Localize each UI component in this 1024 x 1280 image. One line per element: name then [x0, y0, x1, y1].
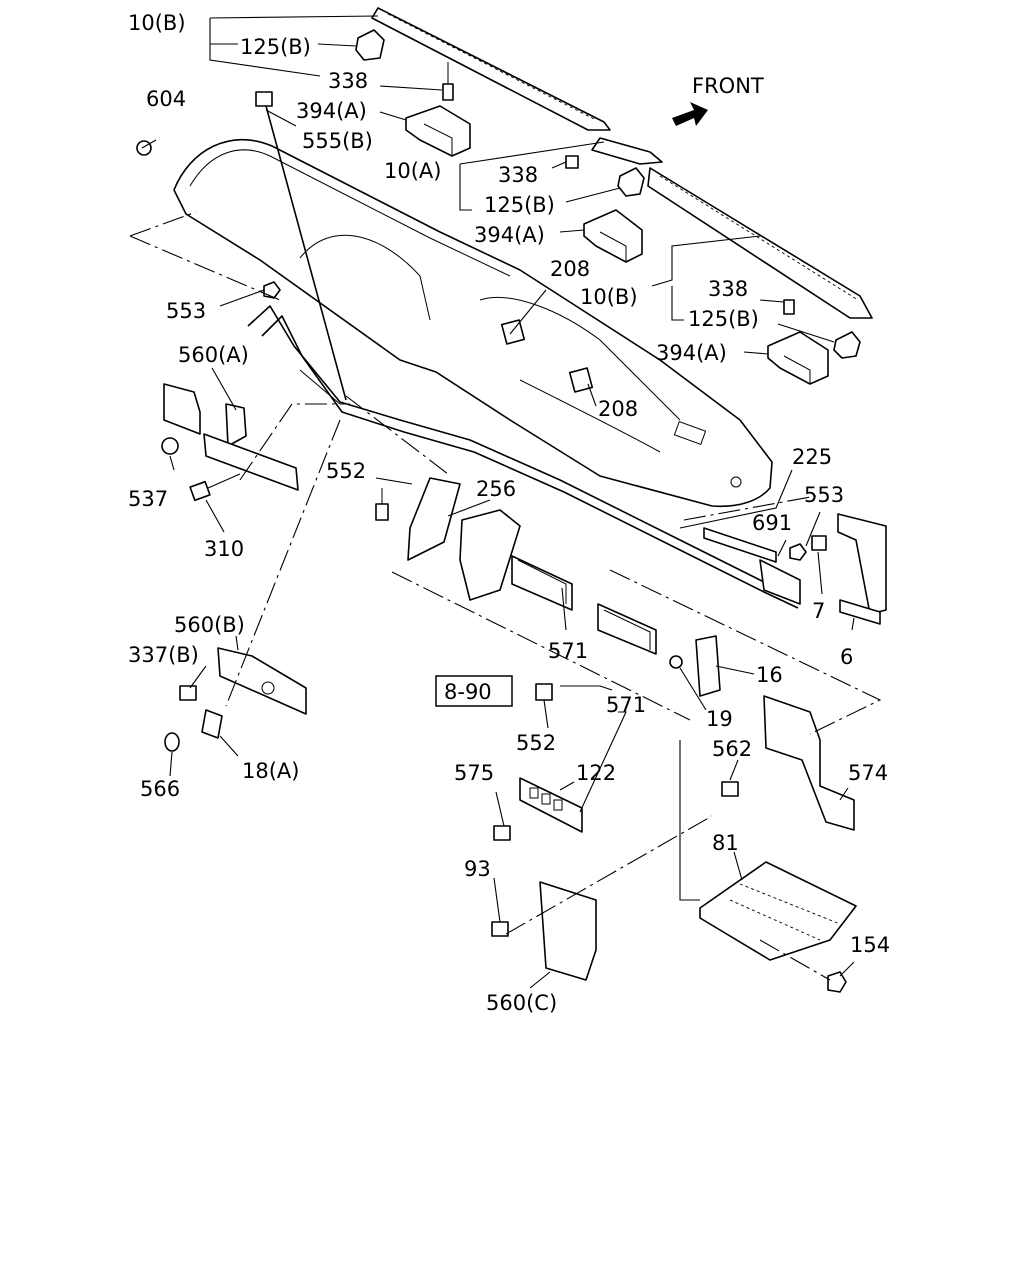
nut-553-right-icon [789, 543, 807, 561]
callout-label: 691 [752, 511, 792, 535]
callout-label: 7 [812, 599, 825, 623]
bolt-93-icon [491, 921, 509, 937]
clip-208-bottom-icon [568, 367, 594, 393]
callout-label: 604 [146, 87, 186, 111]
callout-label: 394(A) [296, 99, 367, 123]
bracket-560c-icon [539, 881, 597, 981]
callout-label: 560(B) [174, 613, 245, 637]
nut-537-icon [161, 437, 179, 455]
callout-label: 10(B) [128, 11, 186, 35]
callout-label: 552 [516, 731, 556, 755]
clip-125b-top-icon [355, 29, 385, 61]
plate-16-icon [695, 635, 721, 697]
screw-338-top-icon [442, 62, 454, 101]
callout-label: 337(B) [128, 643, 199, 667]
callout-label: 338 [498, 163, 538, 187]
callout-label: 394(A) [474, 223, 545, 247]
connector-122-icon [519, 777, 583, 833]
callout-label: 208 [598, 397, 638, 421]
callout-label: 18(A) [242, 759, 299, 783]
callout-label: 338 [328, 69, 368, 93]
callout-labels: 10(B) 125(B) 338 604 394(A) 555(B) 10(A)… [128, 11, 890, 1015]
bolt-337b-icon [179, 685, 197, 701]
screw-338-right-icon [783, 299, 795, 315]
brace-691-icon [703, 527, 777, 563]
callout-label: 125(B) [240, 35, 311, 59]
callout-label: 571 [548, 639, 588, 663]
reference-box-label: 8-90 [444, 680, 492, 704]
screw-19-icon [669, 655, 683, 669]
dashed-alignment-lines [129, 211, 882, 981]
retainer-394a-right-icon [767, 331, 829, 385]
callout-label: 552 [326, 459, 366, 483]
callout-label: 19 [706, 707, 733, 731]
clip-125b-mid-icon [617, 167, 645, 197]
callout-label: 574 [848, 761, 888, 785]
callout-label: 560(A) [178, 343, 249, 367]
sensor-18a-icon [201, 709, 223, 739]
callout-label: 338 [708, 277, 748, 301]
plate-81-icon [699, 861, 857, 961]
callout-label: 122 [576, 761, 616, 785]
callout-label: 394(A) [656, 341, 727, 365]
bracket-574-icon [763, 695, 855, 831]
callout-label: 154 [850, 933, 890, 957]
callout-label: 575 [454, 761, 494, 785]
callout-label: 310 [204, 537, 244, 561]
pocket-571-a-icon [511, 555, 573, 611]
nut-154-icon [827, 971, 847, 993]
bracket-225-icon [759, 559, 801, 605]
bolt-555b-icon [255, 91, 347, 401]
bolt-310-icon [189, 473, 241, 502]
defroster-garnish-strip-middle [591, 137, 663, 165]
callout-label: 562 [712, 737, 752, 761]
leader-lines [141, 15, 855, 989]
callout-label: 560(C) [486, 991, 557, 1015]
front-arrow-icon [672, 102, 708, 126]
clip-125b-right-icon [833, 331, 861, 359]
callout-label: 553 [166, 299, 206, 323]
defroster-garnish-strip-right [647, 167, 873, 319]
callout-label: 571 [606, 693, 646, 717]
callout-label: 537 [128, 487, 168, 511]
plate-6-icon [839, 599, 881, 625]
cross-car-beam [247, 305, 801, 609]
callout-label: 256 [476, 477, 516, 501]
bracket-256-icon [407, 477, 521, 601]
bolt-575-icon [493, 825, 511, 841]
bolt-604-icon [136, 140, 152, 156]
retainer-394a-mid-icon [583, 209, 643, 263]
instrument-panel-outline [173, 138, 773, 508]
retainer-394a-top-icon [405, 105, 471, 157]
bolt-562-icon [721, 781, 739, 797]
callout-label: 555(B) [302, 129, 373, 153]
callout-label: 566 [140, 777, 180, 801]
nut-553-left-icon [263, 281, 281, 299]
callout-label: 6 [840, 645, 853, 669]
callout-label: 125(B) [484, 193, 555, 217]
clip-208-top-icon [500, 319, 526, 345]
callout-label: 225 [792, 445, 832, 469]
callout-label: 10(B) [580, 285, 638, 309]
reference-box: 8-90 [435, 675, 513, 707]
bolt-552-bottom-icon [535, 683, 553, 701]
bolt-552-top-icon [375, 488, 389, 521]
bracket-560a-icon [163, 383, 299, 491]
callout-label: 10(A) [384, 159, 441, 183]
callout-label: 81 [712, 831, 739, 855]
callout-label: 93 [464, 857, 491, 881]
screw-338-mid-icon [565, 155, 579, 169]
ring-566-icon [164, 732, 180, 752]
bracket-560b-icon [217, 647, 307, 715]
front-direction-label: FRONT [692, 74, 764, 98]
callout-label: 125(B) [688, 307, 759, 331]
pocket-571-b-icon [597, 603, 657, 655]
callout-label: 553 [804, 483, 844, 507]
callout-label: 16 [756, 663, 783, 687]
callout-label: 208 [550, 257, 590, 281]
defroster-garnish-strip-upper [371, 7, 611, 131]
